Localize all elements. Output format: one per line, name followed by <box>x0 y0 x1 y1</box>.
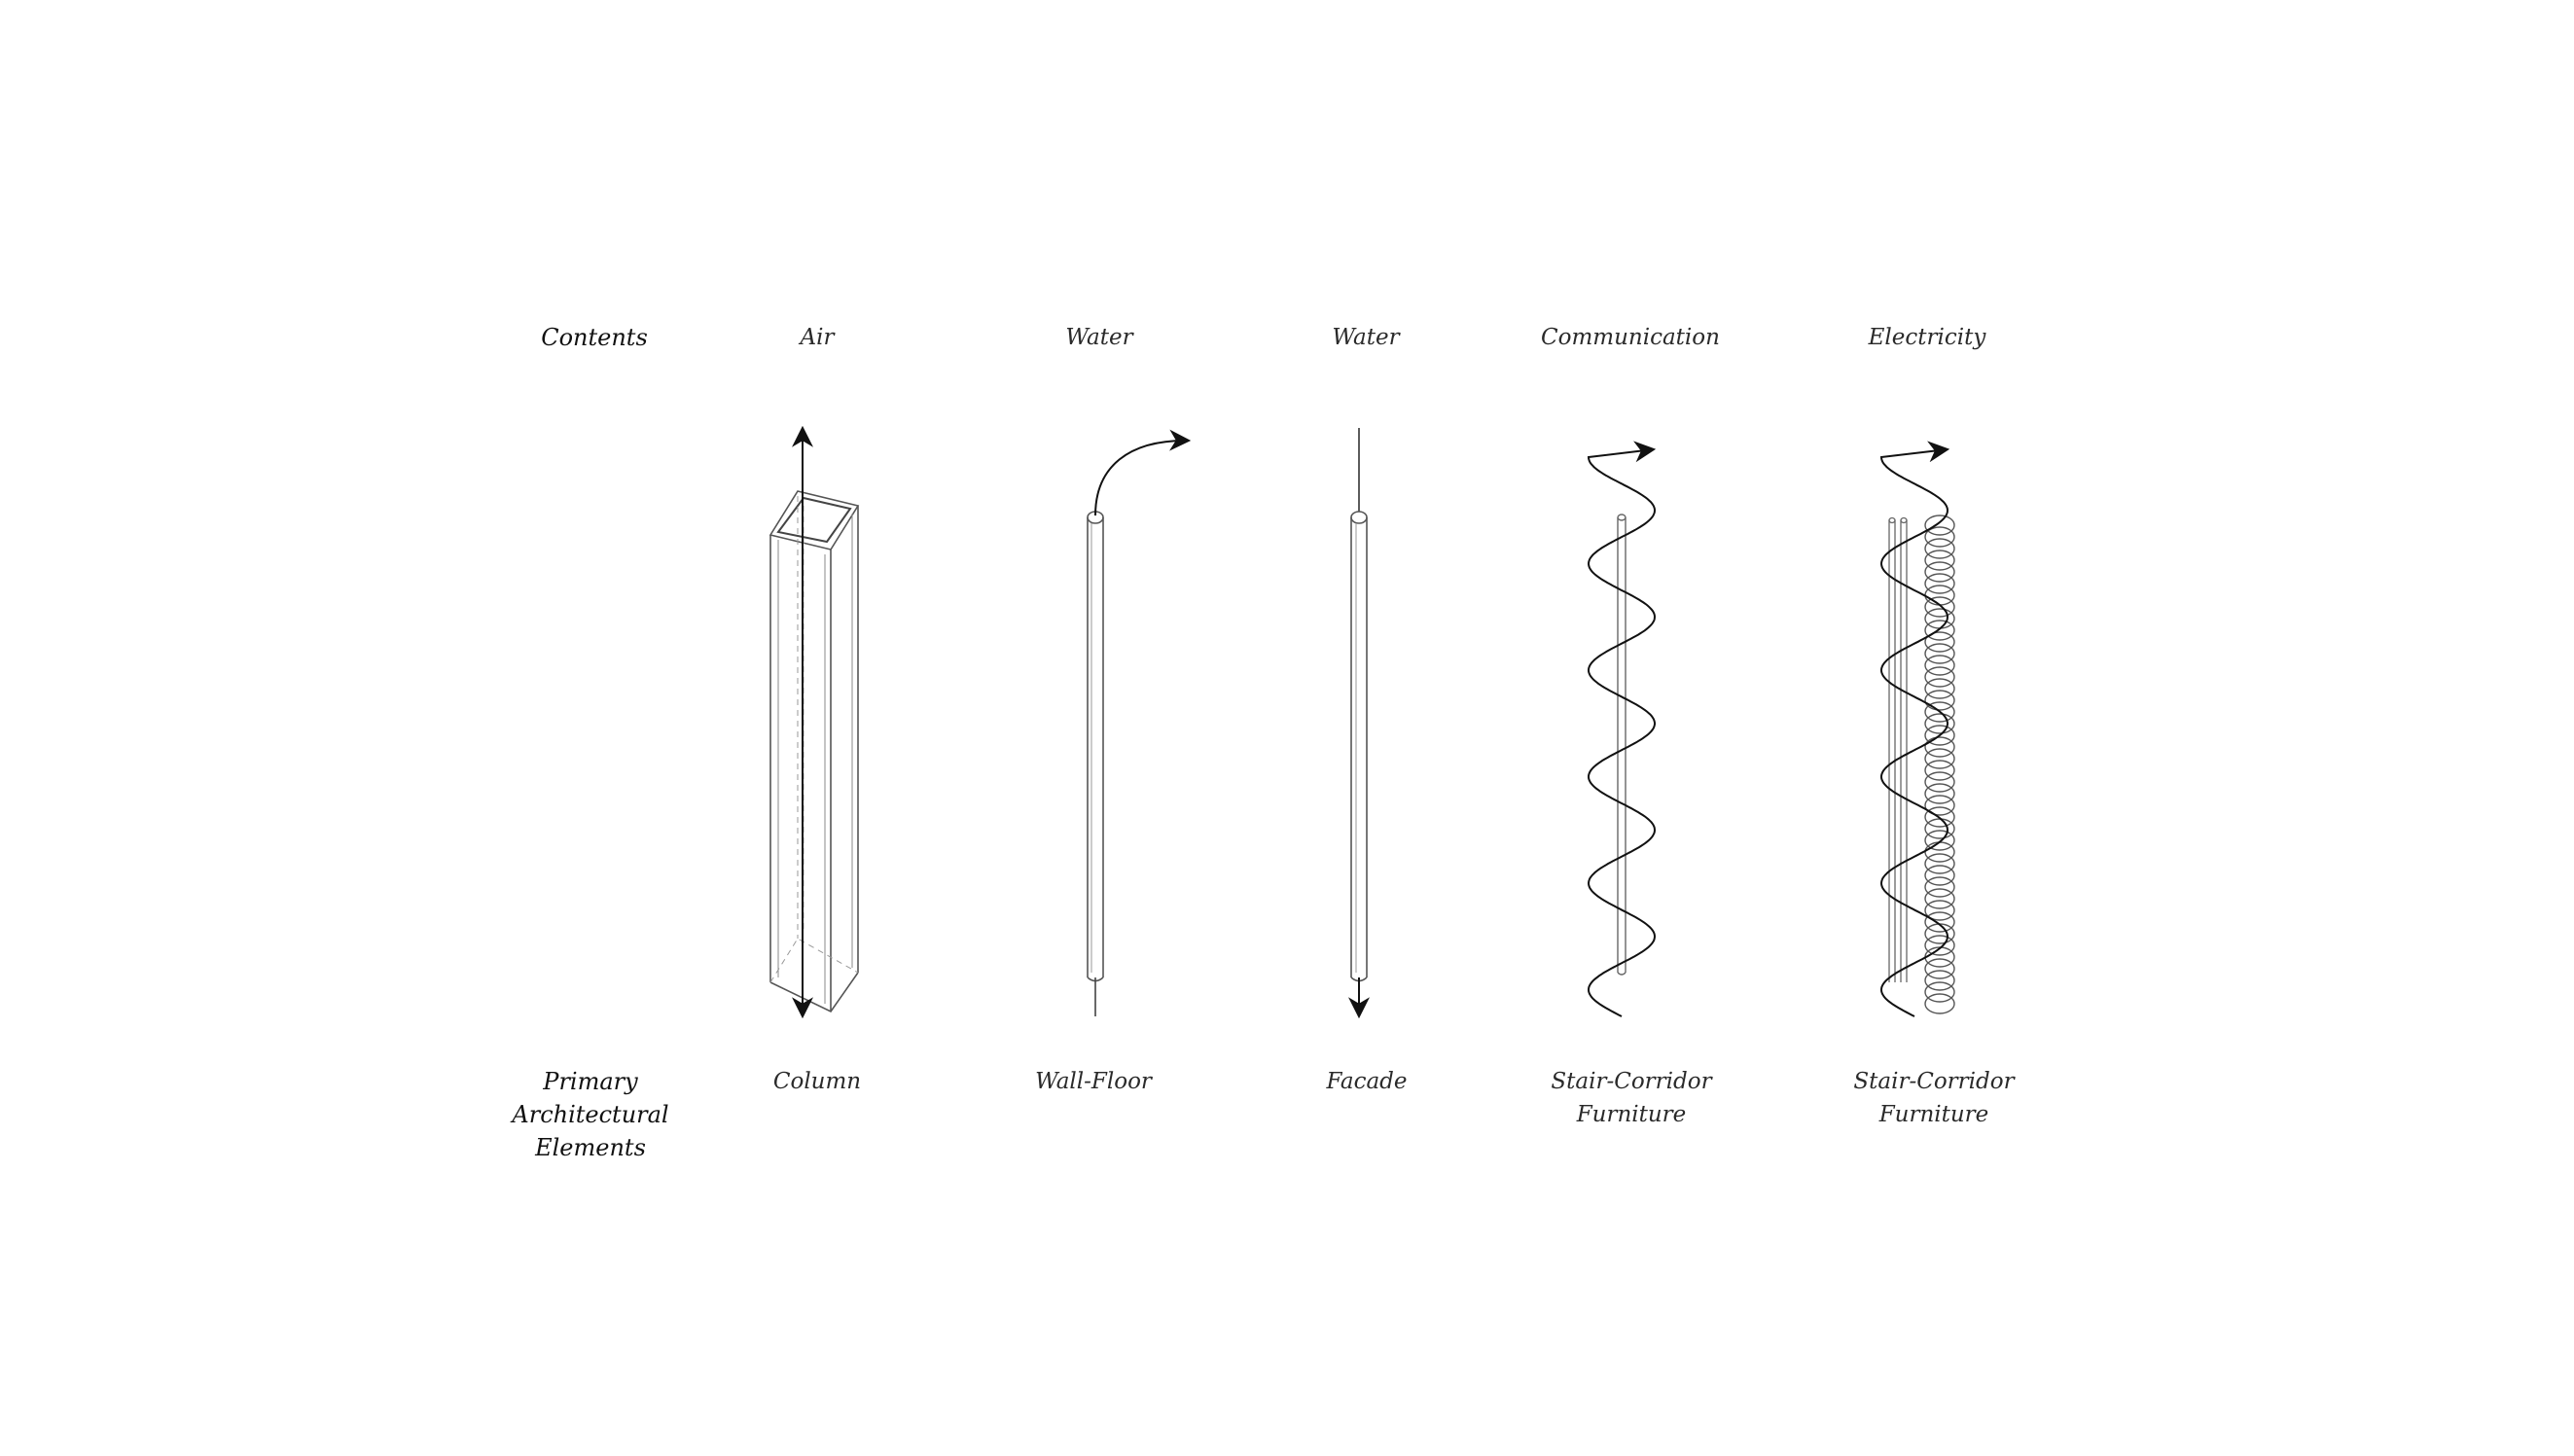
contents-header: Contents <box>541 324 648 351</box>
coil-ring <box>1924 550 1955 571</box>
element-label-stair-corridor-2: Stair-Corridor Furniture <box>1853 1069 2015 1127</box>
coil-ring <box>1924 608 1955 629</box>
coil-ring <box>1924 888 1955 909</box>
coil-ring <box>1924 748 1955 769</box>
content-label-communication: Communication <box>1541 325 1720 350</box>
coil-ring <box>1924 678 1955 699</box>
coil-ring <box>1924 585 1955 606</box>
coil-ring <box>1924 690 1955 711</box>
element-label-column: Column <box>772 1069 862 1094</box>
coil-ring <box>1924 935 1955 956</box>
coil-ring <box>1924 713 1955 734</box>
coil-ring <box>1924 841 1955 863</box>
air-column-duct <box>769 490 860 1013</box>
coil-ring <box>1924 643 1955 664</box>
coil-ring <box>1924 526 1955 548</box>
coil-ring <box>1924 946 1955 968</box>
electricity-wires <box>1888 516 1908 982</box>
coil-ring <box>1924 736 1955 758</box>
coil-ring <box>1924 515 1955 536</box>
coil-ring <box>1924 573 1955 594</box>
coil-ring <box>1924 561 1955 583</box>
coil-ring <box>1924 865 1955 886</box>
water-facade-pipe <box>1350 428 1368 982</box>
element-label-wall-floor: Wall-Floor <box>1035 1069 1152 1094</box>
element-label-stair-corridor-1: Stair-Corridor Furniture <box>1551 1069 1712 1127</box>
coil-ring <box>1924 818 1955 839</box>
coil-ring <box>1924 725 1955 746</box>
coil-ring <box>1924 760 1955 781</box>
water-wall-pipe <box>1087 511 1104 1016</box>
primary-elements-header: Primary Architectural Elements <box>512 1068 669 1161</box>
communication-conduit <box>1617 514 1627 976</box>
coil-ring <box>1924 655 1955 676</box>
coil-ring <box>1924 666 1955 688</box>
coil-ring <box>1924 631 1955 653</box>
coil-ring <box>1924 596 1955 618</box>
coil-ring <box>1924 923 1955 944</box>
electricity-wave-arrow <box>1879 441 1950 1017</box>
communication-wave-arrow <box>1587 441 1657 1017</box>
coil-ring <box>1924 876 1955 898</box>
coil-ring <box>1924 771 1955 793</box>
coil-ring <box>1924 538 1955 559</box>
content-label-air: Air <box>800 325 835 350</box>
coil-ring <box>1924 970 1955 991</box>
coil-ring <box>1924 911 1955 933</box>
coil-ring <box>1924 620 1955 641</box>
coil-ring <box>1924 958 1955 979</box>
water-wall-flow-arrow <box>1094 429 1192 516</box>
coil-ring <box>1924 900 1955 921</box>
electricity-coil <box>1924 515 1955 1014</box>
content-label-water-wall: Water <box>1065 325 1133 350</box>
coil-ring <box>1924 981 1955 1003</box>
coil-ring <box>1924 830 1955 851</box>
coil-ring <box>1924 795 1955 816</box>
coil-ring <box>1924 993 1955 1014</box>
coil-ring <box>1924 853 1955 874</box>
content-label-water-facade: Water <box>1332 325 1400 350</box>
element-label-facade: Facade <box>1326 1069 1408 1094</box>
coil-ring <box>1924 806 1955 828</box>
coil-ring <box>1924 701 1955 723</box>
coil-ring <box>1924 783 1955 804</box>
content-label-electricity: Electricity <box>1868 325 1986 350</box>
